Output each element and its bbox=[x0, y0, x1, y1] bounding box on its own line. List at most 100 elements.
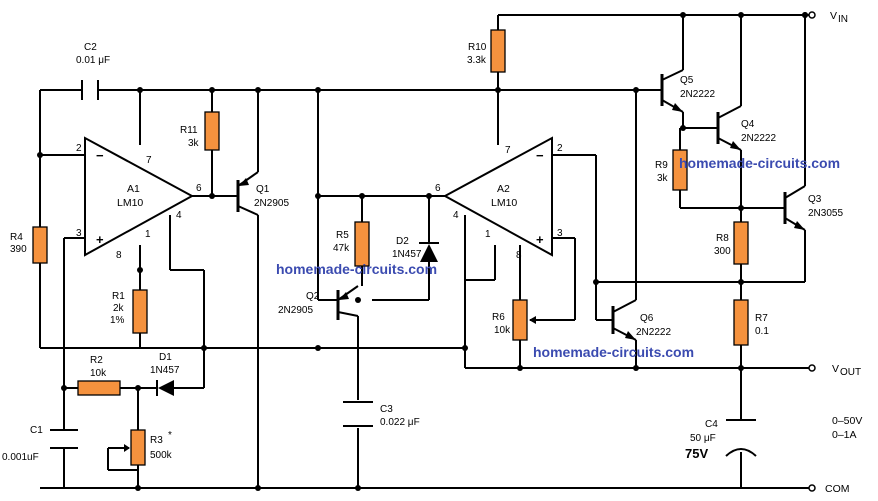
svg-text:R9: R9 bbox=[655, 160, 668, 171]
capacitor-c1: C1 0.001uF bbox=[2, 425, 78, 463]
svg-text:1%: 1% bbox=[110, 315, 125, 326]
terminal-vin: V IN bbox=[808, 10, 848, 25]
svg-text:3: 3 bbox=[557, 228, 563, 239]
svg-text:2k: 2k bbox=[113, 303, 125, 314]
svg-text:390: 390 bbox=[10, 244, 27, 255]
svg-text:2N3055: 2N3055 bbox=[808, 208, 843, 219]
svg-text:8: 8 bbox=[116, 250, 122, 261]
svg-text:0.001uF: 0.001uF bbox=[2, 452, 39, 463]
svg-text:Q1: Q1 bbox=[256, 184, 270, 195]
svg-text:R3: R3 bbox=[150, 435, 163, 446]
svg-text:1N457: 1N457 bbox=[150, 365, 180, 376]
svg-text:C2: C2 bbox=[84, 42, 97, 53]
svg-text:6: 6 bbox=[435, 183, 441, 194]
svg-text:R7: R7 bbox=[755, 313, 768, 324]
transistor-q6: Q6 2N2222 bbox=[611, 299, 671, 341]
svg-text:10k: 10k bbox=[494, 325, 511, 336]
transistor-q1: Q1 2N2905 bbox=[236, 171, 289, 216]
svg-text:+: + bbox=[96, 232, 104, 247]
junction-dots bbox=[37, 12, 808, 491]
svg-text:1N457: 1N457 bbox=[392, 249, 422, 260]
resistor-r2: R2 10k bbox=[77, 355, 121, 396]
capacitor-c3: C3 0.022 μF bbox=[343, 401, 420, 428]
transistor-q3: Q3 2N3055 bbox=[783, 185, 843, 231]
svg-text:OUT: OUT bbox=[840, 367, 861, 378]
svg-text:2: 2 bbox=[76, 143, 82, 154]
svg-text:A2: A2 bbox=[497, 183, 510, 195]
svg-text:Q6: Q6 bbox=[640, 313, 654, 324]
opamp-a2: A2 LM10 − + 2 3 7 1 8 4 6 bbox=[435, 136, 563, 261]
svg-text:2N2222: 2N2222 bbox=[680, 89, 715, 100]
svg-text:R6: R6 bbox=[492, 312, 505, 323]
svg-text:R5: R5 bbox=[336, 230, 349, 241]
svg-text:0–50V: 0–50V bbox=[832, 415, 862, 427]
wires bbox=[39, 14, 812, 489]
svg-text:C4: C4 bbox=[705, 419, 718, 430]
svg-text:2N2905: 2N2905 bbox=[254, 198, 289, 209]
svg-text:−: − bbox=[536, 148, 544, 163]
svg-text:R2: R2 bbox=[90, 355, 103, 366]
svg-text:2N2222: 2N2222 bbox=[636, 327, 671, 338]
svg-text:2N2905: 2N2905 bbox=[278, 305, 313, 316]
svg-text:V: V bbox=[830, 10, 837, 22]
potentiometer-r6: R6 10k bbox=[492, 299, 548, 341]
svg-text:47k: 47k bbox=[333, 243, 350, 254]
svg-text:8: 8 bbox=[516, 250, 522, 261]
svg-text:2N2222: 2N2222 bbox=[741, 133, 776, 144]
svg-text:D2: D2 bbox=[396, 236, 409, 247]
svg-text:R11: R11 bbox=[180, 125, 198, 136]
watermark-2: homemade-circuits.com bbox=[276, 261, 437, 277]
svg-text:1: 1 bbox=[485, 229, 491, 240]
transistor-q5: Q5 2N2222 bbox=[650, 69, 715, 113]
resistor-r11: R11 3k bbox=[180, 111, 220, 151]
svg-text:0.022 μF: 0.022 μF bbox=[380, 417, 420, 428]
resistor-r7: R7 0.1 bbox=[733, 299, 769, 346]
svg-text:0–1A: 0–1A bbox=[832, 429, 857, 441]
svg-text:3: 3 bbox=[76, 228, 82, 239]
resistor-r1: R1 2k 1% bbox=[110, 289, 148, 334]
resistor-r5: R5 47k bbox=[333, 221, 370, 267]
svg-text:A1: A1 bbox=[127, 183, 140, 195]
svg-text:LM10: LM10 bbox=[117, 197, 143, 209]
svg-text:R10: R10 bbox=[468, 42, 487, 53]
svg-text:Q4: Q4 bbox=[741, 119, 755, 130]
svg-text:Q2: Q2 bbox=[306, 291, 320, 302]
diode-d2: D2 1N457 bbox=[392, 228, 439, 262]
svg-text:LM10: LM10 bbox=[491, 197, 517, 209]
svg-text:3k: 3k bbox=[188, 138, 200, 149]
svg-text:COM: COM bbox=[825, 483, 850, 495]
diode-d1: D1 1N457 bbox=[150, 352, 180, 396]
svg-text:1: 1 bbox=[145, 229, 151, 240]
resistor-r4: R4 390 bbox=[10, 226, 48, 264]
terminal-vout: V OUT bbox=[808, 363, 861, 378]
svg-text:D1: D1 bbox=[159, 352, 172, 363]
svg-text:Q3: Q3 bbox=[808, 194, 822, 205]
svg-text:R4: R4 bbox=[10, 232, 23, 243]
svg-text:R8: R8 bbox=[716, 233, 729, 244]
svg-text:0.01 μF: 0.01 μF bbox=[76, 55, 110, 66]
svg-text:0.1: 0.1 bbox=[755, 326, 769, 337]
svg-text:500k: 500k bbox=[150, 450, 173, 461]
svg-text:+: + bbox=[536, 232, 544, 247]
svg-text:R1: R1 bbox=[112, 291, 125, 302]
resistor-r8: R8 300 bbox=[714, 221, 749, 265]
svg-text:6: 6 bbox=[196, 183, 202, 194]
svg-text:10k: 10k bbox=[90, 368, 107, 379]
transistor-q4: Q4 2N2222 bbox=[716, 105, 776, 151]
svg-text:7: 7 bbox=[146, 155, 152, 166]
svg-text:Q5: Q5 bbox=[680, 75, 694, 86]
svg-text:IN: IN bbox=[838, 14, 848, 25]
svg-text:7: 7 bbox=[505, 145, 511, 156]
capacitor-c2: C2 0.01 μF bbox=[76, 42, 110, 100]
svg-text:V: V bbox=[832, 363, 839, 375]
terminal-com: COM bbox=[808, 483, 850, 495]
svg-text:4: 4 bbox=[176, 210, 182, 221]
svg-text:3.3k: 3.3k bbox=[467, 55, 487, 66]
svg-text:300: 300 bbox=[714, 246, 731, 257]
opamp-a1: A1 LM10 − + 2 3 7 1 8 4 6 bbox=[76, 136, 202, 261]
capacitor-c4: C4 50 μF 75V bbox=[685, 419, 757, 461]
svg-text:4: 4 bbox=[453, 210, 459, 221]
svg-text:3k: 3k bbox=[657, 173, 669, 184]
